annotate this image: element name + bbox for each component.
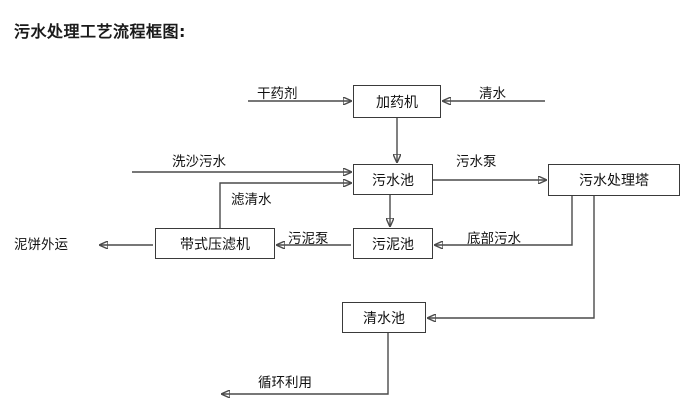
node-label: 带式压滤机: [180, 236, 250, 253]
edge-label-wastewater-pump: 污水泵: [456, 154, 497, 170]
edge-label-bottom-sewage: 底部污水: [467, 231, 521, 247]
node-belt-filter-press[interactable]: 带式压滤机: [155, 228, 275, 259]
node-clear-water-pool[interactable]: 清水池: [342, 302, 426, 333]
node-wastewater-treatment-tower[interactable]: 污水处理塔: [548, 164, 680, 196]
node-label: 污水池: [372, 172, 414, 189]
page-title: 污水处理工艺流程框图:: [14, 22, 186, 41]
node-sludge-pool[interactable]: 污泥池: [353, 228, 433, 259]
edge-label-recycle-reuse: 循环利用: [258, 375, 312, 391]
node-label: 污泥池: [372, 236, 414, 253]
edge-label-sand-washing-wastewater: 洗沙污水: [172, 154, 226, 170]
wire-clearwater-recycle: [222, 333, 389, 394]
node-wastewater-pool[interactable]: 污水池: [353, 164, 433, 195]
edge-label-dry-agent: 干药剂: [257, 86, 298, 102]
node-label: 污水处理塔: [579, 173, 649, 189]
edge-label-sludge-pump: 污泥泵: [288, 231, 329, 247]
edge-label-filtrate-water: 滤清水: [231, 192, 272, 208]
wire-tower-bottom-sewage-to-sludge: [435, 196, 573, 245]
terminal-label-mud-cake-transport: 泥饼外运: [14, 237, 68, 253]
node-dosing-machine[interactable]: 加药机: [353, 85, 441, 118]
edge-label-clean-water-inlet: 清水: [479, 86, 506, 102]
wire-press-filtrate-to-pool: [219, 183, 351, 228]
node-label: 清水池: [363, 310, 405, 327]
node-label: 加药机: [376, 94, 418, 111]
wire-tower-to-clearwater: [428, 196, 595, 318]
